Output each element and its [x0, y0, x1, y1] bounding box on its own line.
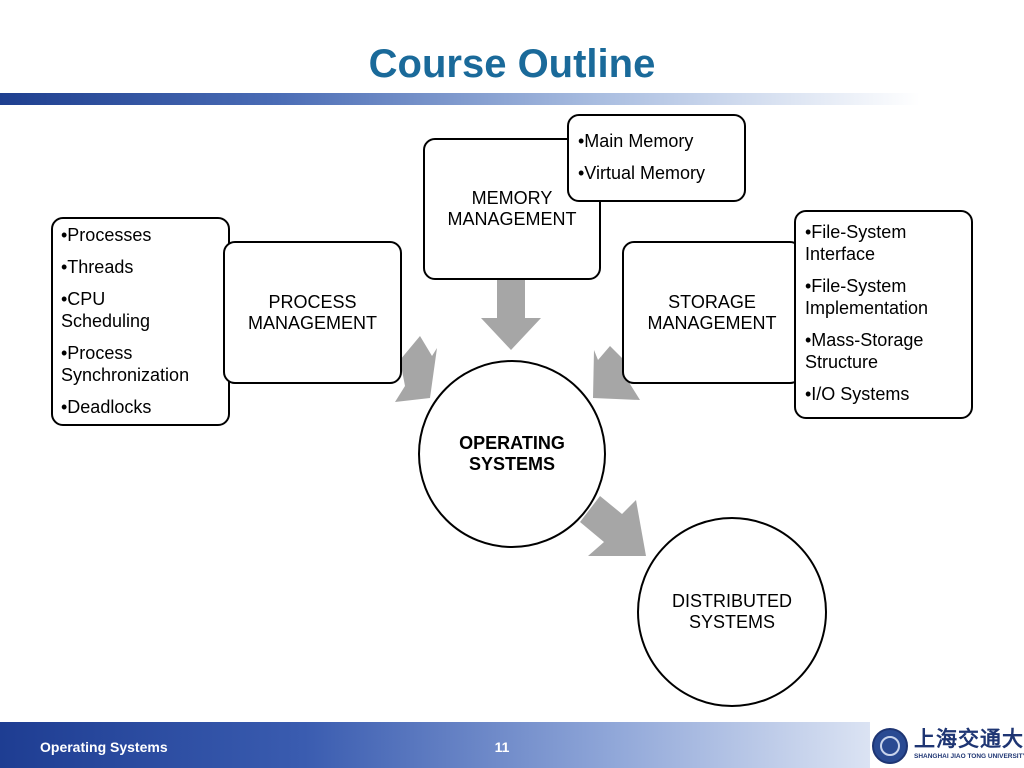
arrow-storage-to-os	[593, 346, 640, 400]
list-item: •File-System Interface	[805, 222, 907, 264]
arrow-os-to-distributed	[580, 496, 646, 556]
list-item: •Mass-Storage Structure	[805, 330, 924, 372]
university-name-english: SHANGHAI JIAO TONG UNIVERSITY	[914, 753, 1024, 760]
operating-systems-label: OPERATING SYSTEMS	[459, 433, 565, 474]
memory-topics-list: •Main Memory •Virtual Memory	[578, 130, 744, 184]
distributed-systems-node: DISTRIBUTED SYSTEMS	[637, 517, 827, 707]
operating-systems-node: OPERATING SYSTEMS	[418, 360, 606, 548]
process-topics-box: •Processes •Threads •CPU Scheduling •Pro…	[51, 217, 230, 426]
list-item: •Threads	[61, 257, 134, 277]
university-name-chinese: 上海交通大学	[914, 728, 1024, 751]
footer-band	[0, 722, 870, 768]
list-item: •Processes	[61, 225, 152, 245]
list-item: •Main Memory	[578, 131, 694, 151]
list-item: •I/O Systems	[805, 384, 910, 404]
arrow-memory-to-os	[481, 280, 541, 350]
list-item: •Deadlocks	[61, 397, 152, 417]
distributed-systems-label: DISTRIBUTED SYSTEMS	[671, 591, 792, 632]
page-number: 11	[494, 739, 510, 755]
process-topics-list: •Processes •Threads •CPU Scheduling •Pro…	[61, 224, 228, 418]
list-item: •Virtual Memory	[578, 163, 706, 183]
process-management-label: PROCESS MANAGEMENT	[247, 291, 377, 333]
arrow-process-to-os	[395, 336, 437, 402]
list-item: •Process Synchronization	[61, 343, 190, 385]
process-management-box: PROCESS MANAGEMENT	[223, 241, 402, 384]
memory-topics-box: •Main Memory •Virtual Memory	[567, 114, 746, 202]
university-seal-icon	[872, 728, 908, 764]
title-underline	[0, 93, 920, 105]
slide-title: Course Outline	[368, 42, 656, 86]
list-item: •CPU Scheduling	[61, 289, 151, 331]
memory-management-label: MEMORY MANAGEMENT	[447, 188, 577, 229]
storage-management-label: STORAGE MANAGEMENT	[647, 291, 777, 333]
storage-topics-box: •File-System Interface •File-System Impl…	[794, 210, 973, 419]
university-logo: 上海交通大学 SHANGHAI JIAO TONG UNIVERSITY	[914, 728, 1024, 761]
storage-topics-list: •File-System Interface •File-System Impl…	[805, 221, 971, 405]
storage-management-box: STORAGE MANAGEMENT	[622, 241, 802, 384]
footer-course-name: Operating Systems	[40, 739, 168, 755]
list-item: •File-System Implementation	[805, 276, 929, 318]
